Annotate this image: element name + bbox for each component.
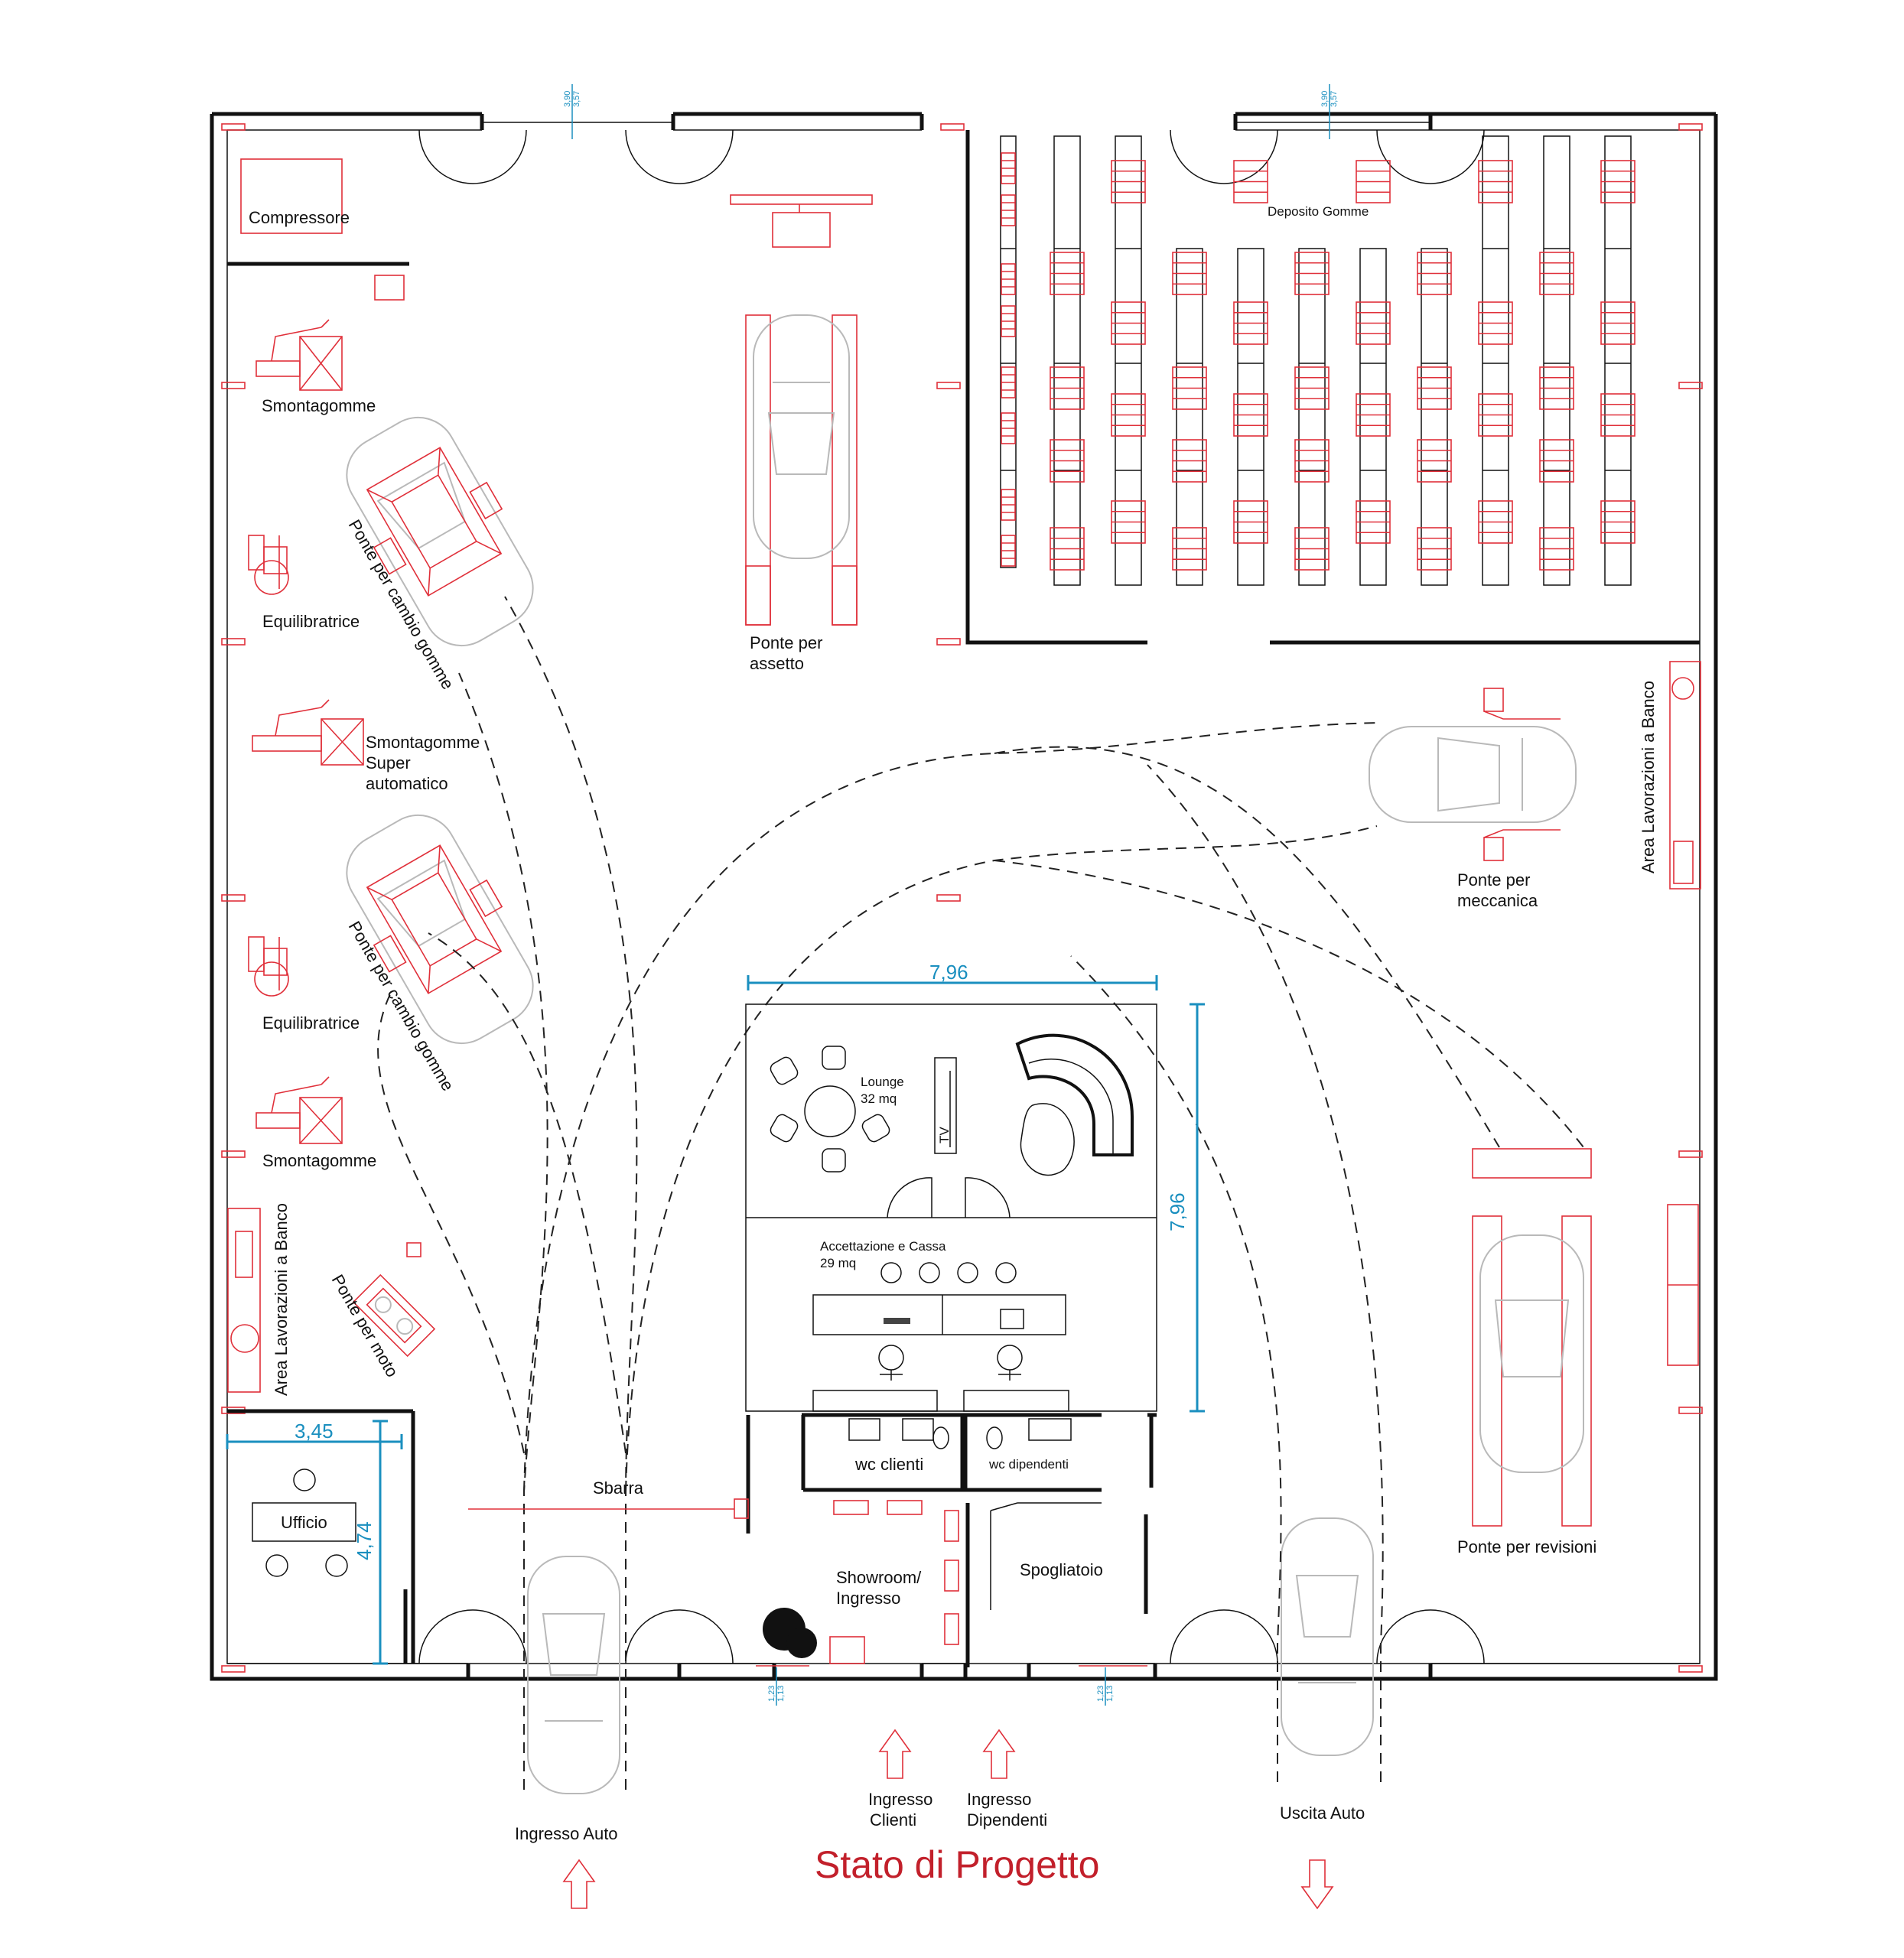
balancer-1: [248, 535, 289, 595]
label-ingresso-auto: Ingresso Auto: [515, 1824, 618, 1843]
dim-top-door-1-b: 3,57: [572, 91, 581, 107]
dim-top-door-2-b: 3,57: [1330, 91, 1339, 107]
page-title: Stato di Progetto: [815, 1843, 1099, 1886]
label-ingresso-dipendenti-1: Ingresso: [967, 1790, 1031, 1809]
label-smontagomme-super-2: Super: [366, 753, 411, 772]
label-ponte-revisioni: Ponte per revisioni: [1457, 1537, 1596, 1556]
label-ponte-moto: Ponte per moto: [328, 1271, 402, 1381]
label-accettazione-2: 29 mq: [820, 1256, 856, 1270]
service-rooms: [746, 1413, 1157, 1667]
bottom-doors: [418, 1609, 1485, 1667]
label-ponte-cambio-2: Ponte per cambio gomme: [345, 918, 458, 1094]
dim-lounge-width: 7,96: [929, 961, 968, 984]
door-dimension-ticks: [571, 84, 1330, 1706]
dim-top-door-1-a: 3,90: [563, 91, 572, 107]
label-equilibratrice-2: Equilibratrice: [262, 1013, 360, 1033]
tire-rack: [1482, 135, 1509, 586]
label-smontagomme-super-1: Smontagomme: [366, 733, 480, 752]
compressor-room: [227, 158, 409, 301]
entry-arrows: [562, 1729, 1334, 1910]
tire-rack: [1604, 135, 1632, 586]
label-deposito-gomme: Deposito Gomme: [1268, 204, 1369, 219]
label-ingresso-clienti-1: Ingresso: [868, 1790, 932, 1809]
label-showroom-1: Showroom/: [836, 1568, 922, 1587]
label-ponte-assetto-1: Ponte per: [750, 633, 822, 652]
label-tv: TV: [937, 1127, 952, 1143]
dim-bottom-door-1-a: 1,23: [767, 1686, 776, 1702]
lounge: [745, 1003, 1157, 1412]
motorcycle-lift: [352, 1242, 436, 1358]
label-wc-clienti: wc clienti: [854, 1455, 923, 1474]
label-compressore: Compressore: [249, 208, 350, 227]
tire-rack: [1543, 135, 1570, 586]
label-ufficio: Ufficio: [281, 1513, 327, 1532]
top-doors: [418, 122, 1485, 184]
left-workbench: [227, 1208, 261, 1393]
lounge-dimensions: [747, 975, 1205, 1413]
car-paths: [377, 596, 1584, 1790]
label-uscita-auto: Uscita Auto: [1280, 1804, 1365, 1823]
exit-car: [1281, 1517, 1374, 1756]
dim-office-height: 4,74: [353, 1521, 376, 1560]
tire-rack: [1115, 135, 1142, 586]
tire-rack: [1053, 135, 1081, 586]
barrier: [468, 1498, 749, 1519]
label-area-banco-right: Area Lavorazioni a Banco: [1639, 681, 1658, 873]
tire-changer-1: [255, 319, 343, 391]
office: [226, 1409, 415, 1665]
label-lounge-2: 32 mq: [861, 1091, 897, 1106]
dim-bottom-door-2-a: 1,23: [1096, 1686, 1105, 1702]
label-lounge-1: Lounge: [861, 1075, 904, 1089]
label-smontagomme-super-3: automatico: [366, 774, 448, 793]
label-ponte-meccanica-2: meccanica: [1457, 891, 1538, 910]
label-smontagomme-2: Smontagomme: [262, 1151, 376, 1170]
tire-changer-2: [255, 1076, 343, 1144]
tire-change-lift-1: [346, 416, 534, 647]
label-ingresso-clienti-2: Clienti: [870, 1810, 916, 1830]
dim-office-width: 3,45: [295, 1420, 334, 1442]
tire-rack: [1298, 248, 1326, 586]
alignment-lift: [730, 194, 873, 626]
tire-changer-super: [252, 699, 364, 766]
dimension-labels: 7,96 7,96 3,45 4,74 3,90 3,57 3,90 3,57 …: [295, 91, 1339, 1702]
tire-rack: [1176, 248, 1203, 586]
revision-lift: [1472, 1148, 1699, 1527]
tire-rack: [1000, 135, 1017, 568]
tire-rack: [1421, 248, 1448, 586]
label-equilibratrice-1: Equilibratrice: [262, 612, 360, 631]
label-ponte-meccanica-1: Ponte per: [1457, 870, 1530, 890]
label-smontagomme-1: Smontagomme: [262, 396, 376, 415]
label-ingresso-dipendenti-2: Dipendenti: [967, 1810, 1047, 1830]
tire-change-lift-2: [346, 814, 534, 1045]
right-workbench: [1669, 661, 1701, 890]
label-sbarra: Sbarra: [593, 1478, 644, 1498]
label-showroom-2: Ingresso: [836, 1589, 900, 1608]
dim-top-door-2-a: 3,90: [1320, 91, 1330, 107]
label-accettazione-1: Accettazione e Cassa: [820, 1239, 946, 1254]
dim-bottom-door-1-b: 1,13: [776, 1686, 786, 1702]
label-ponte-cambio-1: Ponte per cambio gomme: [345, 516, 458, 693]
tire-rack: [1237, 248, 1264, 586]
label-wc-dipendenti: wc dipendenti: [988, 1457, 1069, 1472]
mechanics-lift: [1369, 688, 1577, 861]
tire-rack: [1359, 248, 1387, 586]
label-area-banco-left: Area Lavorazioni a Banco: [272, 1203, 291, 1396]
label-ponte-assetto-2: assetto: [750, 654, 804, 673]
dim-lounge-height: 7,96: [1166, 1192, 1189, 1231]
balancer-2: [248, 936, 289, 997]
tire-storage: [965, 130, 1700, 645]
dim-bottom-door-2-b: 1,13: [1105, 1686, 1115, 1702]
label-spogliatoio: Spogliatoio: [1020, 1560, 1103, 1579]
entry-car: [527, 1556, 620, 1794]
